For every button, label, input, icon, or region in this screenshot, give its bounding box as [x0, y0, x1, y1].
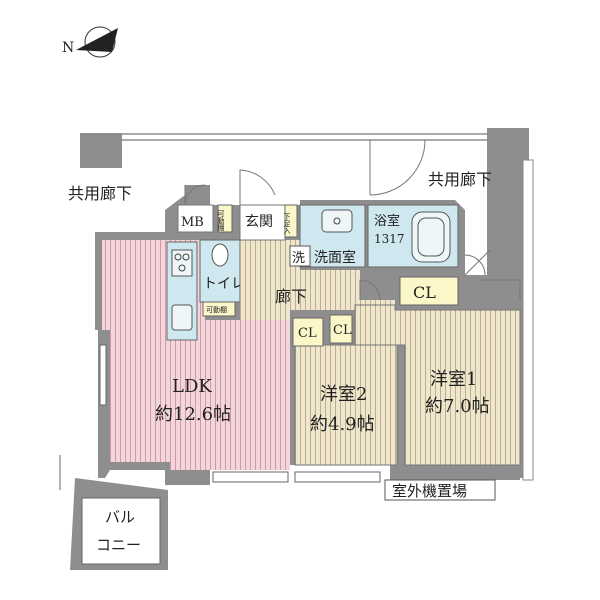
corridor-right-label: 共用廊下: [428, 170, 492, 189]
bath-name-label: 浴室: [374, 213, 400, 229]
washroom-label: 洗面室: [314, 249, 356, 266]
bedroom2-floor: [294, 344, 398, 466]
geta-label: 下足入: [283, 213, 291, 234]
hallway-label: 廊下: [275, 287, 307, 306]
toilet-icon: [211, 243, 229, 267]
cl-closet-bed2-b: [329, 314, 353, 344]
kado-dana-top-label: 可動棚: [217, 210, 225, 232]
mb-closet: [177, 204, 214, 233]
column-top-left: [80, 133, 122, 168]
toilet-label: トイレ: [203, 276, 245, 292]
compass: N: [62, 26, 118, 58]
compass-arrow-icon: [76, 28, 118, 52]
bedroom1-size: 約7.0帖: [425, 396, 490, 417]
washer-box: [289, 245, 311, 267]
ldk-size: 約12.6帖: [155, 404, 231, 425]
bedroom2-size: 約4.9帖: [310, 414, 375, 435]
kado-dana-bottom-label: 可動棚: [206, 305, 227, 314]
hallway-floor: [240, 240, 395, 320]
bedroom1-name: 洋室1: [430, 369, 477, 390]
balcony-label-2: コニー: [96, 536, 141, 554]
ldk-name: LDK: [172, 376, 212, 397]
washer-label: 洗: [292, 251, 305, 266]
bathtub-icon: [411, 211, 451, 263]
windows: [99, 344, 381, 483]
balcony-label-1: バル: [105, 508, 135, 526]
wash-basin-icon: [321, 209, 353, 233]
sink-icon: [171, 304, 193, 331]
balcony-floor: [81, 497, 161, 565]
genkan-label: 玄関: [245, 213, 273, 230]
outdoor-unit-label: 室外機置場: [392, 482, 467, 500]
corridor-left-label: 共用廊下: [68, 184, 132, 203]
stove-icon: [171, 249, 193, 277]
cl-label-bed2-a: CL: [298, 326, 317, 341]
kado-dana-top-shelf: [217, 204, 233, 233]
geta-shelf: [284, 204, 298, 238]
cl-closet-bed1: [399, 276, 459, 306]
door-swing-corridor: [369, 139, 426, 196]
outdoor-unit-area: [384, 479, 496, 501]
mb-label: MB: [181, 215, 204, 230]
bedroom1-floor: [354, 304, 521, 466]
entrance-door-swing: [239, 169, 276, 205]
bath-size-label: 1317: [374, 232, 405, 246]
kado-dana-bottom-shelf: [202, 301, 236, 317]
compass-north-label: N: [62, 40, 74, 56]
genkan-area: [239, 204, 286, 241]
ldk-floor: [102, 240, 290, 470]
cl-closet-bed2-a: [292, 317, 324, 347]
cl-label-bed1: CL: [413, 283, 436, 302]
cl-label-bed2-b: CL: [333, 323, 352, 338]
bedroom2-name: 洋室2: [320, 384, 367, 405]
kitchen-counter: [166, 241, 198, 341]
